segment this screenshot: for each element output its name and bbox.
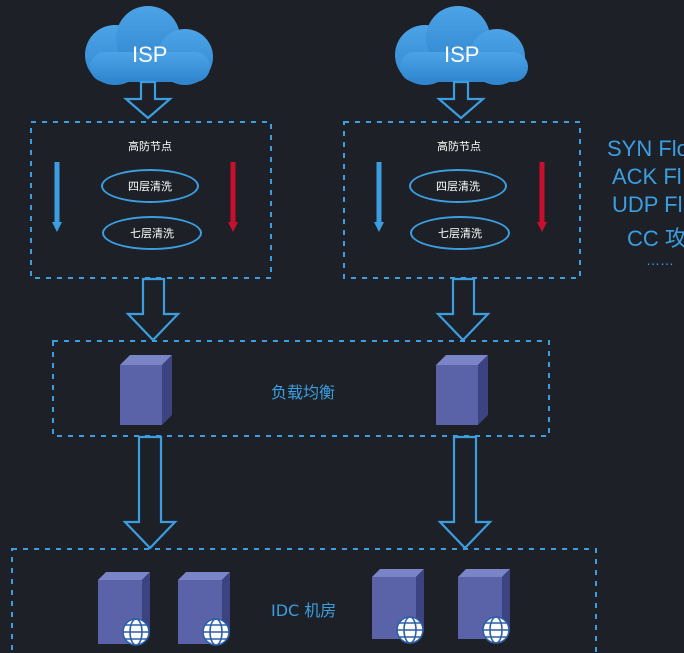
globe-icon (122, 618, 150, 646)
globe-icon (396, 616, 424, 644)
layer4-cleaning: 四层清洗 (101, 169, 199, 203)
arrow-icon (437, 435, 493, 550)
defense-node-title: 高防节点 (128, 140, 172, 153)
server-icon (436, 355, 488, 425)
attack-type-syn: SYN Flo (607, 136, 684, 161)
arrow-icon (436, 80, 486, 120)
idc-box (11, 548, 597, 653)
isp-label: ISP (132, 42, 168, 67)
server-icon (120, 355, 172, 425)
globe-icon (482, 616, 510, 644)
attack-type-ack: ACK Fl (612, 164, 682, 189)
arrow-icon (123, 80, 173, 120)
defense-node-box (343, 121, 581, 279)
attack-type-more: …… (646, 252, 674, 268)
isp-label: ISP (444, 42, 480, 67)
arrow-icon (228, 162, 238, 232)
layer7-cleaning: 七层清洗 (410, 216, 510, 250)
cloud-icon (395, 6, 528, 85)
layer7-cleaning: 七层清洗 (102, 216, 202, 250)
arrow-icon (374, 162, 384, 232)
arrow-icon (122, 435, 178, 550)
arrow-icon (435, 277, 491, 342)
idc-label: IDC 机房 (271, 601, 337, 620)
load-balancer-box (52, 340, 550, 437)
defense-node-title: 高防节点 (437, 140, 481, 153)
cloud-icon (85, 6, 213, 85)
attack-type-cc: CC 攻 (627, 226, 684, 251)
load-balancer-label: 负载均衡 (271, 383, 336, 402)
globe-icon (202, 618, 230, 646)
layer4-cleaning: 四层清洗 (409, 169, 507, 203)
attack-type-udp: UDP Fl (612, 192, 683, 217)
arrow-icon (52, 162, 62, 232)
arrow-icon (125, 277, 181, 342)
arrow-icon (537, 162, 547, 232)
server-icon (372, 569, 424, 639)
